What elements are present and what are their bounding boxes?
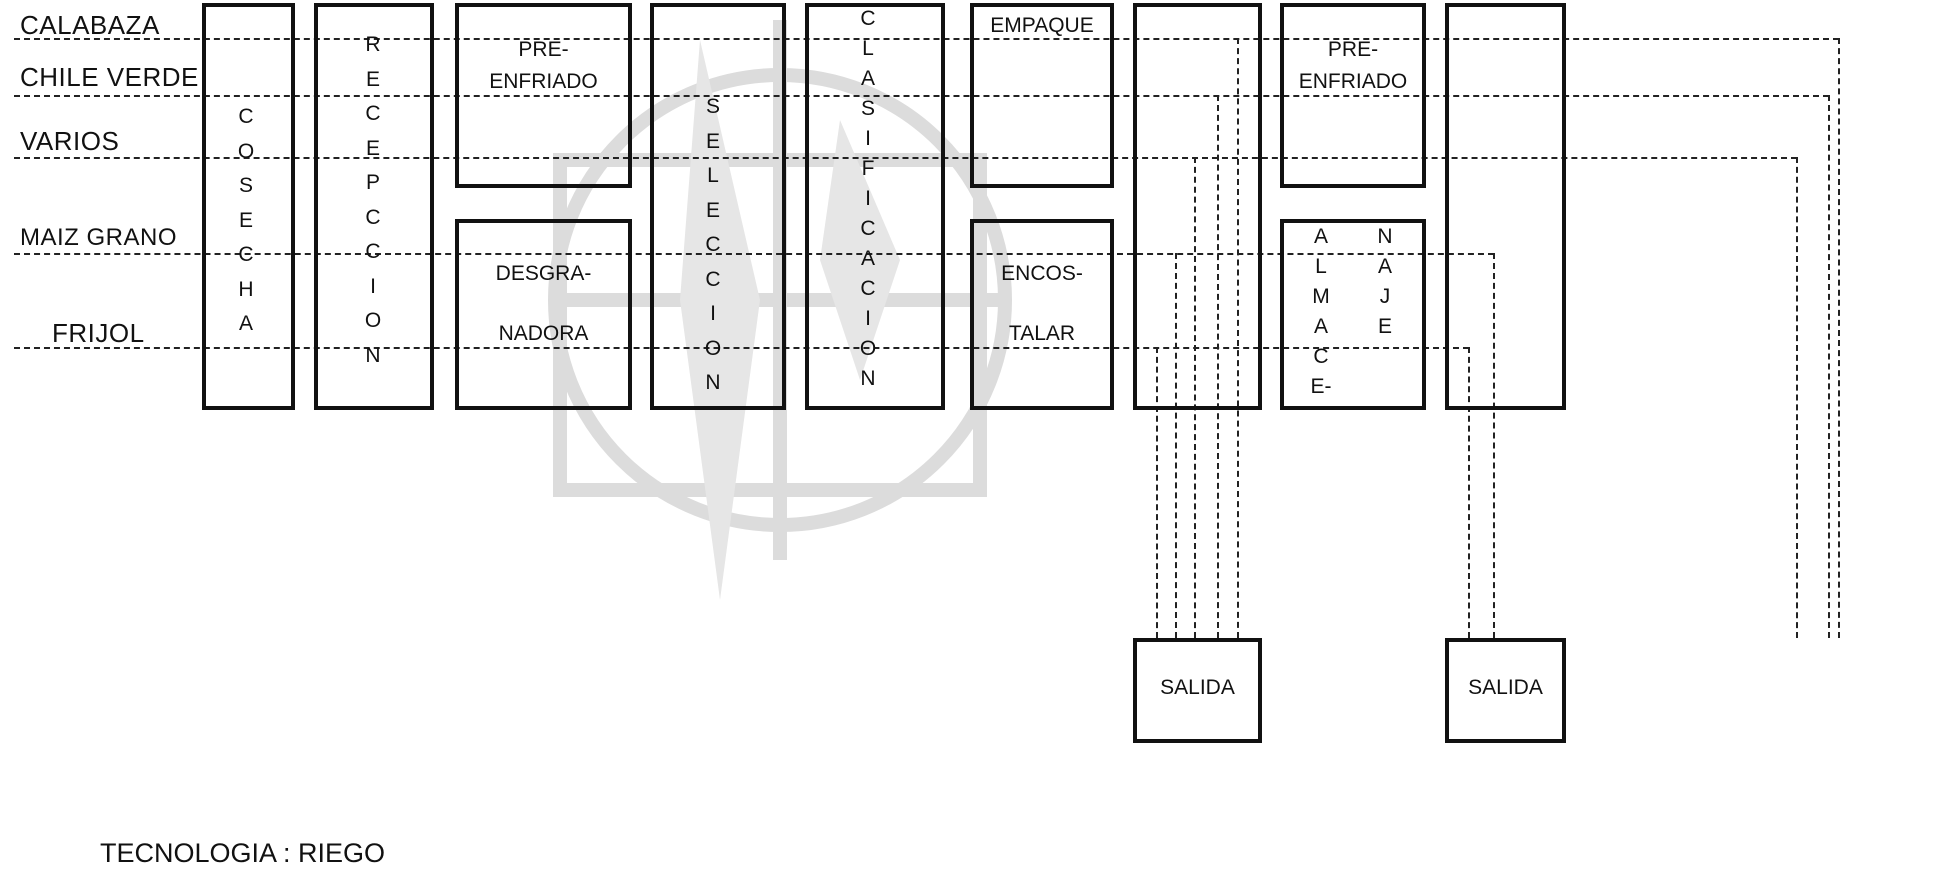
stage-encostalar-line2: TALAR: [970, 322, 1114, 346]
product-label-chile-verde: CHILE VERDE: [20, 62, 199, 93]
stage-preenfriado-line2: ENFRIADO: [455, 70, 632, 94]
stage-encostalar-line1: ENCOS-: [970, 262, 1114, 286]
stage-preenfriado-2-line1: PRE-: [1280, 38, 1426, 62]
salida-label-2: SALIDA: [1445, 676, 1566, 700]
stage-empaque-label: EMPAQUE: [970, 14, 1114, 38]
stage-desgranadora-line1: DESGRA-: [455, 262, 632, 286]
product-label-varios: VARIOS: [20, 126, 119, 157]
stage-preenfriado-line1: PRE-: [455, 38, 632, 62]
stage-preenfriado-box: [455, 3, 632, 188]
product-label-frijol: FRIJOL: [52, 318, 145, 349]
product-label-calabaza: CALABAZA: [20, 10, 160, 41]
stage-desgranadora-line2: NADORA: [455, 322, 632, 346]
transit-column-1: [1133, 3, 1262, 410]
flow-drop-varios-2: [1796, 157, 1798, 638]
stage-desgranadora-box: [455, 219, 632, 410]
flow-drop-chile-2: [1828, 95, 1830, 638]
stage-almacenaje-box: [1280, 219, 1426, 410]
stage-encostalar-box: [970, 219, 1114, 410]
tecnologia-caption: TECNOLOGIA : RIEGO: [100, 838, 385, 869]
flow-drop-calabaza-2: [1838, 38, 1840, 638]
stage-preenfriado-2-line2: ENFRIADO: [1280, 70, 1426, 94]
product-label-maiz-grano: MAIZ GRANO: [20, 224, 177, 252]
salida-label-1: SALIDA: [1133, 676, 1262, 700]
stage-preenfriado-2-box: [1280, 3, 1426, 188]
transit-column-2: [1445, 3, 1566, 410]
